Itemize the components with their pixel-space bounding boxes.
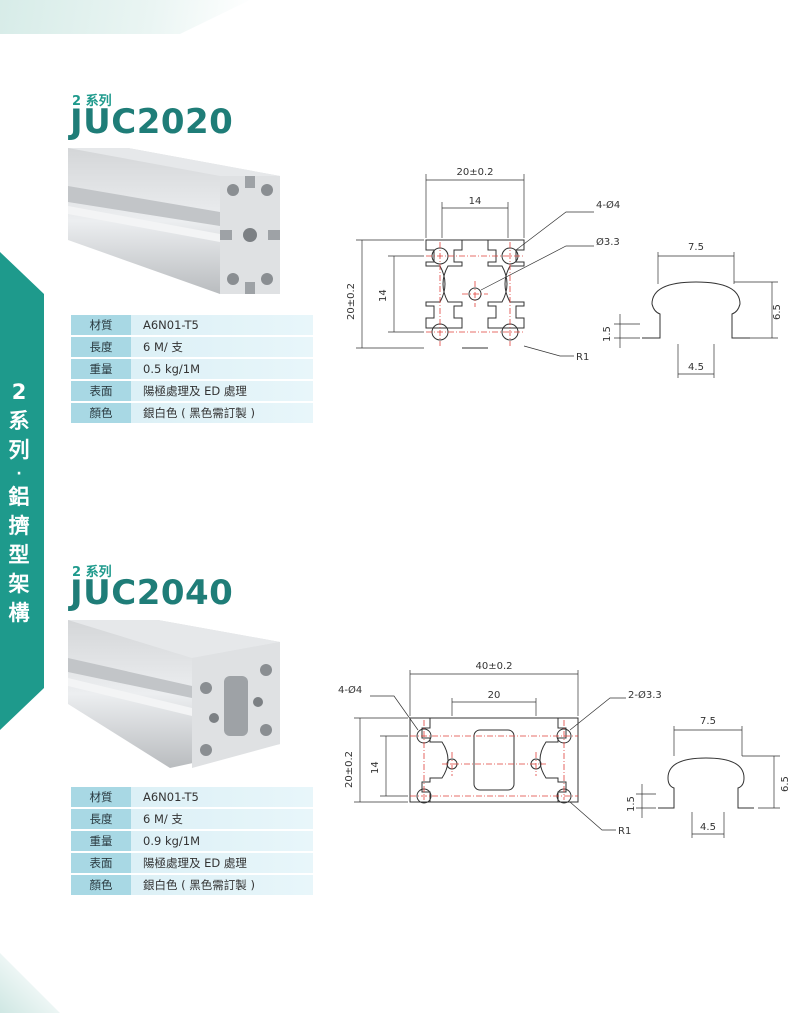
side-char: 鋁 [8,485,30,509]
dim-inner-height: 14 [370,761,381,774]
dim-radius: R1 [618,826,631,837]
side-char: · [16,466,22,482]
table-row: 顏色銀白色 ( 黑色需訂製 ) [71,403,313,423]
spec-key: 顏色 [71,403,131,423]
corner-decoration-top [0,0,250,34]
dim-holes: 4-Ø4 [596,199,620,211]
side-char: 系 [8,409,30,433]
side-category-tab [0,252,44,730]
spec-value: 6 M/ 支 [131,337,313,357]
slot-detail-drawing-2020: 7.5 6.5 1.5 4.5 [602,242,783,378]
spec-key: 表面 [71,853,131,873]
spec-key: 材質 [71,787,131,807]
series-label: 2 系列 [72,565,112,580]
slot-detail-drawing-2040: 7.5 6.5 1.5 4.5 [626,716,791,838]
dim-slot-height: 6.5 [780,776,791,792]
table-row: 顏色銀白色 ( 黑色需訂製 ) [71,875,313,895]
side-char: 擠 [8,514,30,538]
dim-radius: R1 [576,352,589,363]
dim-slot-lip: 1.5 [626,796,637,812]
spec-value: 銀白色 ( 黑色需訂製 ) [131,875,313,895]
dim-inner-width: 14 [469,196,482,207]
dim-slot-width: 7.5 [700,716,716,727]
side-char: 2 [11,380,27,404]
profile-photo-2040 [68,620,280,768]
series-label: 2 系列 [72,94,112,109]
side-char: 架 [8,572,30,596]
table-row: 表面陽極處理及 ED 處理 [71,853,313,873]
side-category-label: 2 系 列 · 鋁 擠 型 架 構 [4,378,34,628]
spec-value: A6N01-T5 [131,787,313,807]
dim-width: 20±0.2 [456,167,493,178]
spec-value: 6 M/ 支 [131,809,313,829]
spec-key: 表面 [71,381,131,401]
spec-key: 重量 [71,359,131,379]
dim-inner-width: 20 [488,690,501,701]
side-char: 型 [8,543,30,567]
corner-decoration-bottom [0,953,60,1013]
spec-value: 0.5 kg/1M [131,359,313,379]
spec-value: A6N01-T5 [131,315,313,335]
spec-value: 0.9 kg/1M [131,831,313,851]
dim-height: 20±0.2 [344,751,355,788]
dim-center-hole: Ø3.3 [596,236,620,248]
spec-value: 陽極處理及 ED 處理 [131,853,313,873]
dim-slot-height: 6.5 [772,304,783,320]
dim-slot-neck: 4.5 [700,822,716,833]
side-char: 列 [8,438,30,462]
side-char: 構 [8,601,30,625]
product-model-title: JUC2040 [70,573,234,613]
dim-center-hole: 2-Ø3.3 [628,689,662,701]
cross-section-drawing-2040: 40±0.2 20 4-Ø4 2-Ø3.3 R1 20±0.2 14 [338,661,662,837]
dim-height: 20±0.2 [346,283,357,320]
spec-key: 材質 [71,315,131,335]
product-model-title: JUC2020 [70,102,234,142]
spec-value: 陽極處理及 ED 處理 [131,381,313,401]
table-row: 表面陽極處理及 ED 處理 [71,381,313,401]
dim-slot-lip: 1.5 [602,326,613,342]
dim-width: 40±0.2 [475,661,512,672]
dim-slot-width: 7.5 [688,242,704,253]
profile-photo-2020 [68,148,280,294]
dim-holes: 4-Ø4 [338,684,362,696]
spec-key: 長度 [71,337,131,357]
dim-inner-height: 14 [378,289,389,302]
spec-key: 重量 [71,831,131,851]
spec-value: 銀白色 ( 黑色需訂製 ) [131,403,313,423]
spec-key: 長度 [71,809,131,829]
dim-slot-neck: 4.5 [688,362,704,373]
cross-section-drawing-2020: 20±0.2 14 4-Ø4 Ø3.3 R1 20±0.2 14 [346,167,620,363]
spec-key: 顏色 [71,875,131,895]
